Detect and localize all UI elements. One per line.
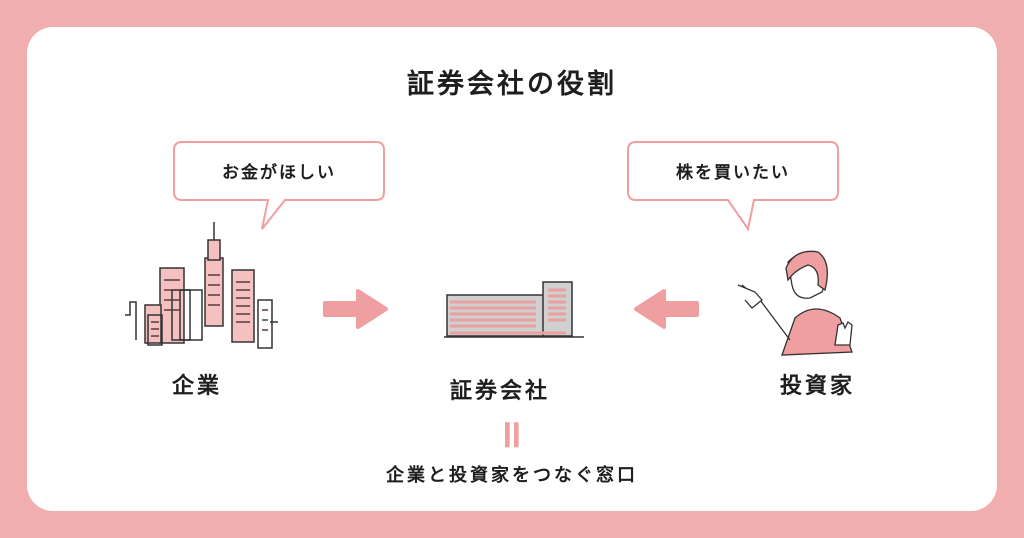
diagram-card <box>27 27 997 511</box>
securities-label: 証券会社 <box>450 379 551 404</box>
page-title: 証券会社の役割 <box>407 69 617 100</box>
investor-label: 投資家 <box>780 374 856 399</box>
company-speech-text: お金がほしい <box>222 163 336 183</box>
investor-speech-text: 株を買いたい <box>676 163 790 183</box>
equals-symbol: = <box>489 418 535 452</box>
summary-text: 企業と投資家をつなぐ窓口 <box>386 465 638 486</box>
company-label: 企業 <box>172 374 223 399</box>
